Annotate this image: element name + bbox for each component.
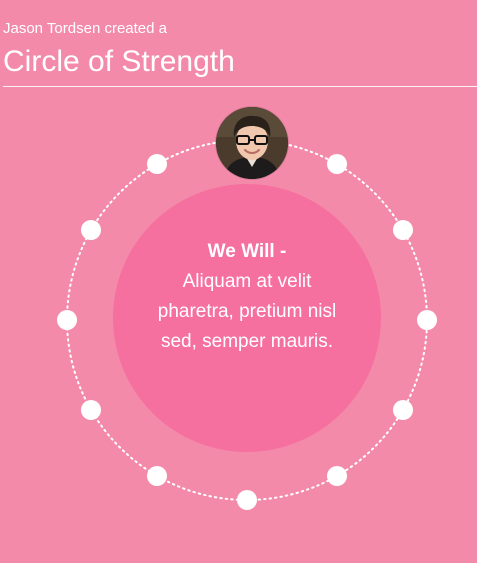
commitment-statement: We Will - Aliquam at velit pharetra, pre… — [147, 237, 347, 357]
member-slot[interactable] — [417, 310, 437, 330]
member-slot[interactable] — [392, 400, 413, 420]
member-slot[interactable] — [392, 220, 413, 240]
statement-body: Aliquam at velit pharetra, pretium nisl … — [157, 271, 337, 352]
creator-line: Jason Tordsen created a — [3, 20, 167, 37]
page-title: Circle of Strength — [3, 45, 235, 78]
member-slot[interactable] — [327, 465, 347, 486]
member-slot[interactable] — [81, 220, 102, 240]
header-divider — [3, 86, 477, 87]
member-slot[interactable] — [237, 490, 257, 510]
creator-avatar[interactable] — [216, 107, 288, 179]
member-slot[interactable] — [57, 310, 77, 330]
member-slot[interactable] — [327, 154, 347, 175]
member-slot[interactable] — [81, 400, 102, 420]
center-circle — [113, 184, 381, 452]
statement-lead: We Will - — [207, 241, 287, 262]
member-slot[interactable] — [147, 154, 167, 175]
page-edge — [477, 0, 479, 563]
member-slot[interactable] — [147, 465, 167, 486]
